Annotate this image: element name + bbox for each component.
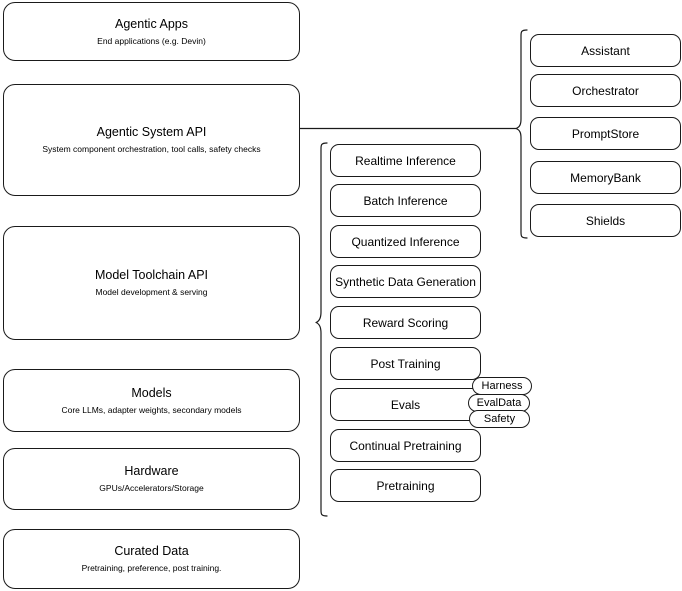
toolchain-item-evals[interactable]: Evals [330,388,481,421]
layer-title: Agentic System API [96,125,207,139]
toolchain-item-synthetic-data-generation[interactable]: Synthetic Data Generation [330,265,481,298]
toolchain-item-batch-inference[interactable]: Batch Inference [330,184,481,217]
brace-toolchain-items [315,142,328,517]
layer-title: Hardware [124,464,179,478]
toolchain-item-pretraining[interactable]: Pretraining [330,469,481,502]
toolchain-item-label: Quantized Inference [351,234,460,249]
toolchain-item-label: Batch Inference [363,193,448,208]
eval-pill-label: Harness [481,380,523,392]
eval-pill-label: EvalData [476,397,522,409]
toolchain-item-label: Evals [390,397,421,412]
toolchain-item-label: Synthetic Data Generation [335,274,476,289]
toolchain-item-reward-scoring[interactable]: Reward Scoring [330,306,481,339]
layer-title: Curated Data [114,544,189,558]
layer-model-toolchain-api[interactable]: Model Toolchain API Model development & … [3,226,300,340]
system-item-orchestrator[interactable]: Orchestrator [530,74,681,107]
system-item-promptstore[interactable]: PromptStore [530,117,681,150]
toolchain-item-label: Continual Pretraining [349,438,462,453]
layer-title: Models [131,385,172,400]
eval-pill-safety[interactable]: Safety [469,410,530,428]
layer-subtitle: Model development & serving [95,287,208,297]
toolchain-item-label: Reward Scoring [362,315,449,330]
layer-title: Agentic Apps [115,16,188,31]
toolchain-item-quantized-inference[interactable]: Quantized Inference [330,225,481,258]
layer-subtitle: System component orchestration, tool cal… [42,144,261,154]
toolchain-item-realtime-inference[interactable]: Realtime Inference [330,144,481,177]
toolchain-item-label: Realtime Inference [355,153,456,168]
layer-title: Model Toolchain API [94,268,209,282]
layer-subtitle: GPUs/Accelerators/Storage [99,483,204,493]
system-item-label: Shields [585,213,626,228]
eval-pill-label: Safety [483,413,516,425]
system-item-memorybank[interactable]: MemoryBank [530,161,681,194]
toolchain-item-label: Pretraining [376,478,435,493]
layer-hardware[interactable]: Hardware GPUs/Accelerators/Storage [3,448,300,510]
system-item-shields[interactable]: Shields [530,204,681,237]
layer-subtitle: End applications (e.g. Devin) [97,35,206,46]
layer-agentic-system-api[interactable]: Agentic System API System component orch… [3,84,300,196]
layer-agentic-apps[interactable]: Agentic Apps End applications (e.g. Devi… [3,2,300,61]
layer-subtitle: Pretraining, preference, post training. [81,563,222,573]
layer-curated-data[interactable]: Curated Data Pretraining, preference, po… [3,529,300,589]
brace-system-components [515,29,528,239]
system-item-label: MemoryBank [570,170,641,185]
toolchain-item-post-training[interactable]: Post Training [330,347,481,380]
system-item-label: Orchestrator [572,83,639,98]
toolchain-item-label: Post Training [370,356,441,371]
eval-pill-harness[interactable]: Harness [472,377,532,395]
layer-models[interactable]: Models Core LLMs, adapter weights, secon… [3,369,300,432]
system-item-label: Assistant [581,43,630,58]
layer-subtitle: Core LLMs, adapter weights, secondary mo… [61,404,242,415]
system-item-assistant[interactable]: Assistant [530,34,681,67]
toolchain-item-continual-pretraining[interactable]: Continual Pretraining [330,429,481,462]
system-item-label: PromptStore [571,126,640,141]
